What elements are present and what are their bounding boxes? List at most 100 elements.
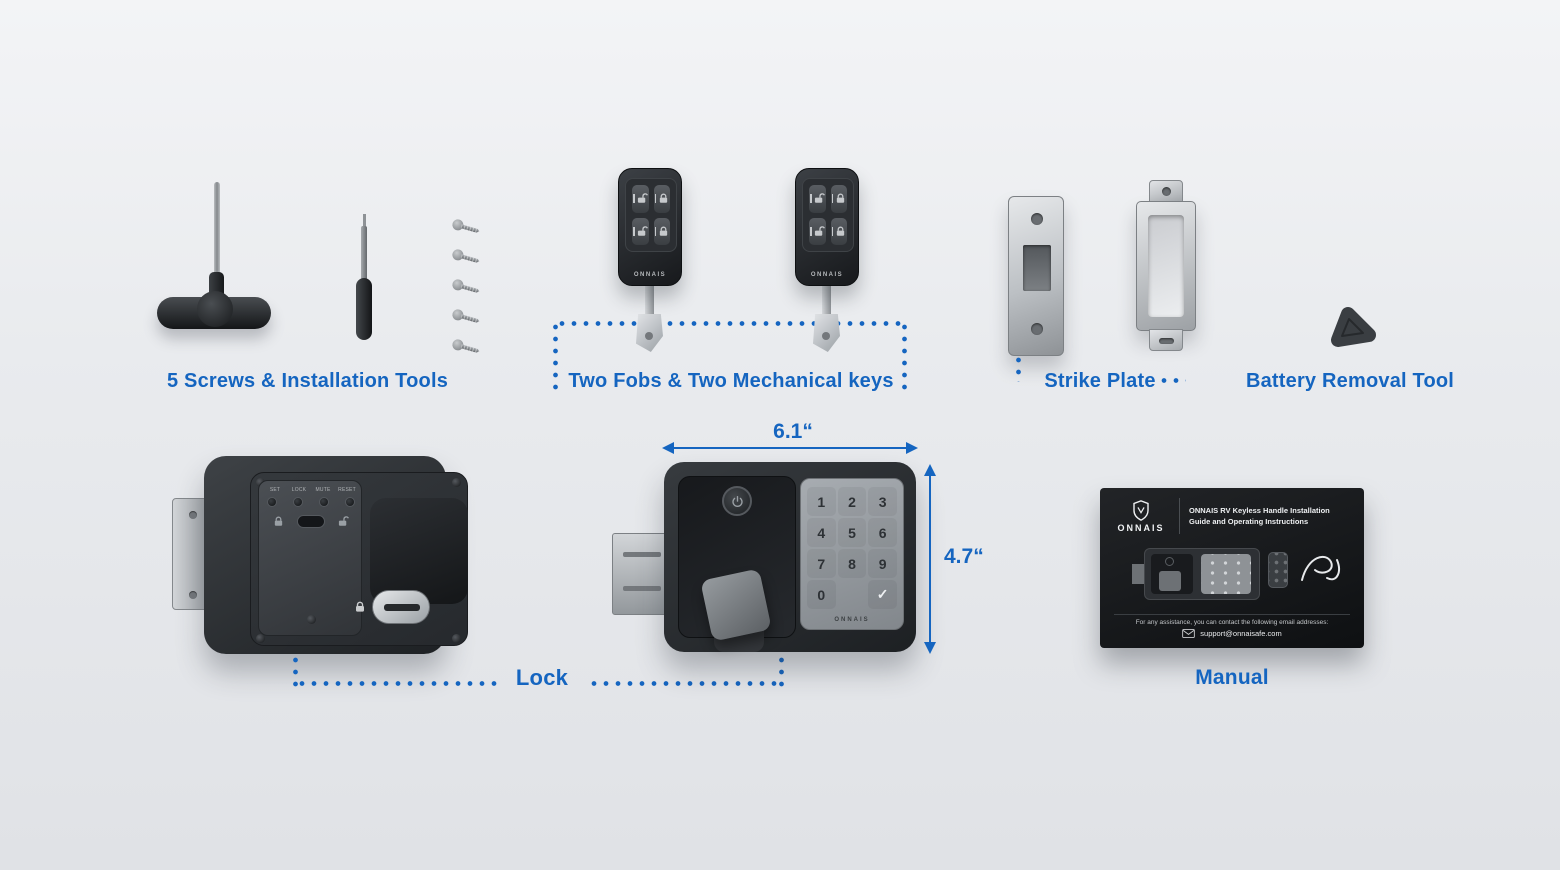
- keypad-key-9: 9: [868, 549, 897, 578]
- dimension-arrowhead: [906, 442, 918, 454]
- unlock-icon: [814, 193, 825, 203]
- key-fob: ONNAIS: [795, 168, 859, 352]
- manual-email: support@onnaisafe.com: [1200, 629, 1282, 638]
- dimension-arrowhead: [924, 642, 936, 654]
- illustration-hand-sketch: [1301, 555, 1340, 581]
- plate-hole: [1031, 323, 1043, 335]
- battery-tool-icon: [1331, 307, 1376, 347]
- unlock-icon: [814, 226, 825, 236]
- t-tool-boss: [197, 291, 233, 327]
- key-cylinder: [372, 590, 430, 624]
- strike-plate-box: [1136, 180, 1196, 352]
- keypad-spacer: [838, 580, 867, 609]
- dimension-height-label: 4.7“: [944, 545, 984, 568]
- dimension-width-label: 6.1“: [773, 420, 813, 443]
- mute-button: [319, 497, 329, 507]
- screw-shaft: [461, 254, 481, 264]
- set-button: [267, 497, 277, 507]
- key-hole: [645, 332, 653, 340]
- lock-label: Lock: [515, 665, 569, 690]
- fob-body: ONNAIS: [795, 168, 859, 286]
- plate-hole: [1162, 187, 1171, 196]
- fob-lock-button: [830, 185, 847, 213]
- fob-button-panel: [802, 178, 854, 252]
- manual-product-illustration: [1112, 538, 1352, 610]
- lock-button: [293, 497, 303, 507]
- screw-shaft: [461, 224, 481, 234]
- dotted-leader: [902, 321, 907, 391]
- dotted-leader: [296, 681, 500, 686]
- manual-assistance-text: For any assistance, you can contact the …: [1135, 619, 1329, 626]
- dotted-leader: [293, 654, 298, 688]
- fob-brand: ONNAIS: [810, 272, 844, 278]
- divider: [1179, 498, 1180, 534]
- lock-icon: [354, 600, 366, 618]
- mount-bracket: [612, 533, 670, 615]
- divider: [633, 226, 635, 236]
- manual-brand-name: ONNAIS: [1117, 522, 1165, 533]
- unlock-icon: [637, 193, 648, 203]
- power-button: [722, 486, 752, 516]
- unlock-icon: [637, 226, 648, 236]
- screw: [451, 248, 483, 267]
- fob-body: ONNAIS: [618, 168, 682, 286]
- key-blade: [822, 276, 831, 318]
- bracket-slot: [623, 552, 661, 557]
- dotted-leader: [1016, 354, 1021, 382]
- dotted-leader: [1158, 378, 1186, 383]
- divider: [831, 226, 833, 236]
- fobs-keys-label: Two Fobs & Two Mechanical keys: [568, 370, 894, 392]
- screw-shaft: [461, 284, 481, 294]
- divider: [654, 194, 656, 204]
- corner-screw: [256, 634, 265, 643]
- reset-button: [345, 497, 355, 507]
- keypad-key-8: 8: [837, 549, 867, 578]
- t-tool-shaft: [214, 182, 220, 282]
- battery-cover: SET LOCK MUTE RESET: [258, 480, 362, 636]
- key-bow: [636, 314, 663, 352]
- fob-unlock-button: [632, 185, 649, 213]
- keypad-key-1: 1: [807, 487, 836, 516]
- battery-tool-label: Battery Removal Tool: [1245, 370, 1455, 392]
- lock-icon: [659, 226, 668, 236]
- divider: [654, 226, 656, 236]
- bracket-slot: [623, 586, 661, 591]
- dotted-leader: [556, 321, 906, 326]
- lock-icon: [836, 193, 845, 203]
- illustration-bracket: [1132, 564, 1145, 584]
- screw: [451, 218, 483, 237]
- key-hole: [822, 332, 830, 340]
- key-blade: [645, 276, 654, 318]
- set-label: SET: [269, 487, 281, 493]
- keypad-grid: 1 2 3 4 5 6 7 8 9 0 ✓: [807, 487, 897, 609]
- lock-back-body: SET LOCK MUTE RESET: [204, 456, 468, 654]
- manual-email-row: support@onnaisafe.com: [1112, 629, 1352, 638]
- dimension-arrowhead: [924, 464, 936, 476]
- screwdriver-handle: [356, 278, 372, 340]
- shield-logo-icon: [1133, 499, 1149, 521]
- dimension-height-line: [929, 474, 931, 644]
- illustration-keypad: [1201, 554, 1251, 594]
- fob-unlock-button: [809, 185, 826, 213]
- power-icon: [731, 495, 743, 507]
- screw: [451, 338, 483, 357]
- manual-header: ONNAIS ONNAIS RV Keyless Handle Installa…: [1112, 498, 1352, 534]
- manual-label: Manual: [1195, 666, 1269, 689]
- dimension-arrowhead: [662, 442, 674, 454]
- dotted-leader: [588, 681, 782, 686]
- manual-title: ONNAIS RV Keyless Handle Installation Gu…: [1189, 505, 1330, 526]
- mute-label: MUTE: [315, 487, 331, 493]
- screw: [451, 308, 483, 327]
- illustration-handle: [1159, 571, 1181, 591]
- plate-tab: [1149, 329, 1183, 351]
- keypad-key-6: 6: [868, 518, 897, 547]
- divider: [831, 194, 833, 204]
- keypad-key-2: 2: [837, 487, 867, 516]
- fob-lock-button: [653, 217, 670, 245]
- lock-back-view: SET LOCK MUTE RESET: [170, 452, 468, 660]
- key-slot: [384, 604, 420, 611]
- plate-latch-opening: [1023, 245, 1051, 291]
- illustration-fob: [1268, 552, 1288, 588]
- strike-plate-flat: [1008, 196, 1064, 356]
